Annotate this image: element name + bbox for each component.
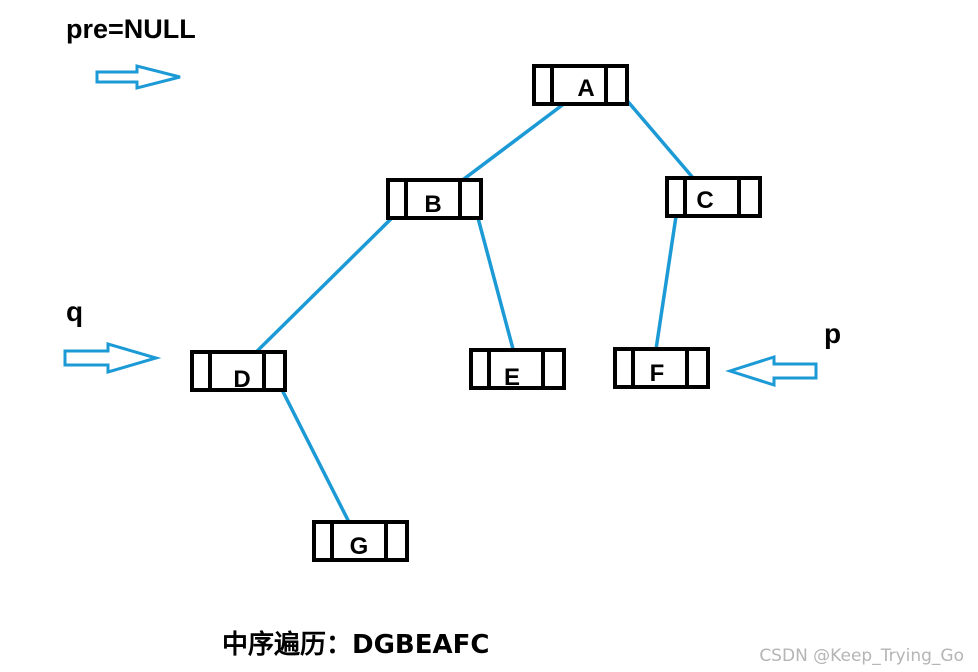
p-pointer-label: p xyxy=(824,318,842,349)
pre-pointer-label: pre=NULL xyxy=(66,14,196,44)
tree-node-g: G xyxy=(312,520,409,562)
q-pointer-label: q xyxy=(66,296,84,327)
edge-B-E xyxy=(472,201,519,366)
tree-node-f: F xyxy=(613,347,710,389)
tree-node-d: D xyxy=(190,350,287,393)
node-label-b: B xyxy=(424,191,441,218)
node-label-d: D xyxy=(233,366,250,393)
pre-arrow-icon xyxy=(95,64,181,90)
q-arrow-icon xyxy=(63,342,162,374)
watermark: CSDN @Keep_Trying_Go xyxy=(759,646,964,666)
edge-A-C xyxy=(616,88,702,188)
tree-node-e: E xyxy=(469,348,566,391)
p-arrow-icon xyxy=(725,354,818,388)
tree-node-a: A xyxy=(532,64,629,106)
inorder-traversal-caption: 中序遍历：DGBEAFC xyxy=(222,630,490,660)
node-label-g: G xyxy=(350,533,369,560)
tree-node-c: C xyxy=(665,176,762,218)
node-label-a: A xyxy=(577,75,594,102)
tree-node-b: B xyxy=(386,178,483,220)
tree-edges xyxy=(236,88,702,538)
node-label-c: C xyxy=(696,187,713,214)
edge-D-G xyxy=(272,372,358,538)
node-label-f: F xyxy=(650,360,665,387)
node-label-e: E xyxy=(504,364,520,391)
edge-B-D xyxy=(236,208,402,372)
edge-C-F xyxy=(653,201,680,358)
